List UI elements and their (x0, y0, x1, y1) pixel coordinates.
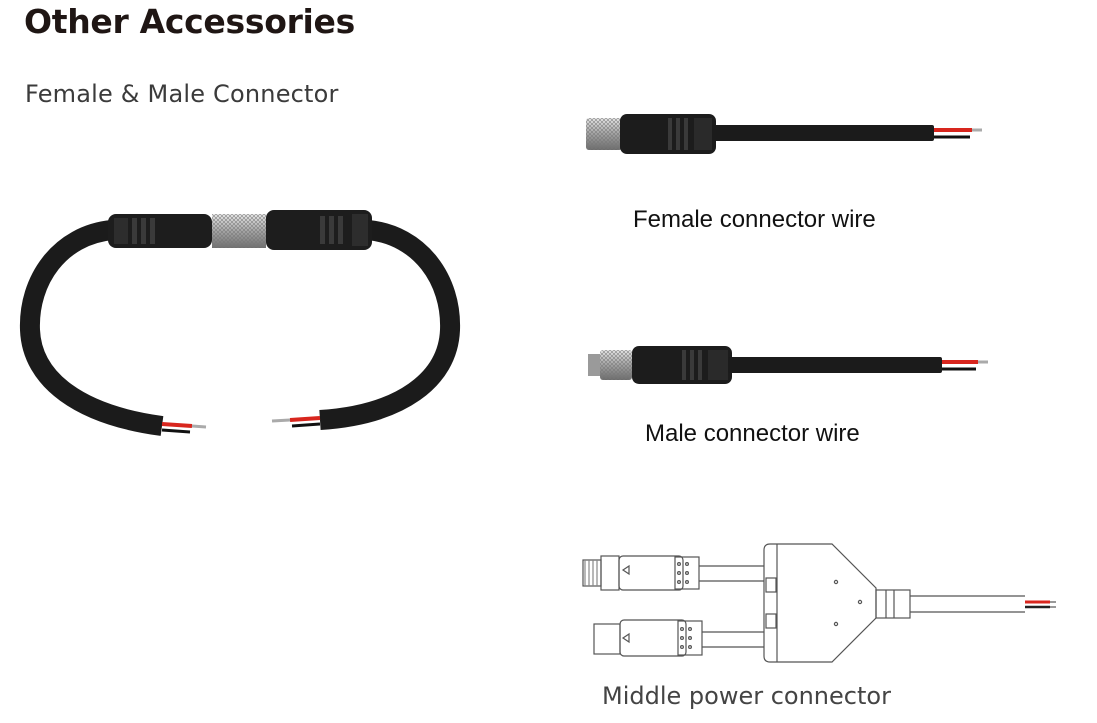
middle-power-connector-diagram (582, 543, 1056, 663)
female-male-connector-image (19, 210, 461, 436)
middle-power-connector-caption: Middle power connector (602, 682, 891, 710)
male-connector-wire-image (588, 346, 988, 384)
section-subtitle: Female & Male Connector (25, 80, 339, 108)
female-connector-wire-image (586, 114, 982, 154)
page-title: Other Accessories (24, 2, 355, 41)
male-connector-wire-caption: Male connector wire (645, 420, 860, 447)
female-connector-wire-caption: Female connector wire (633, 206, 876, 233)
